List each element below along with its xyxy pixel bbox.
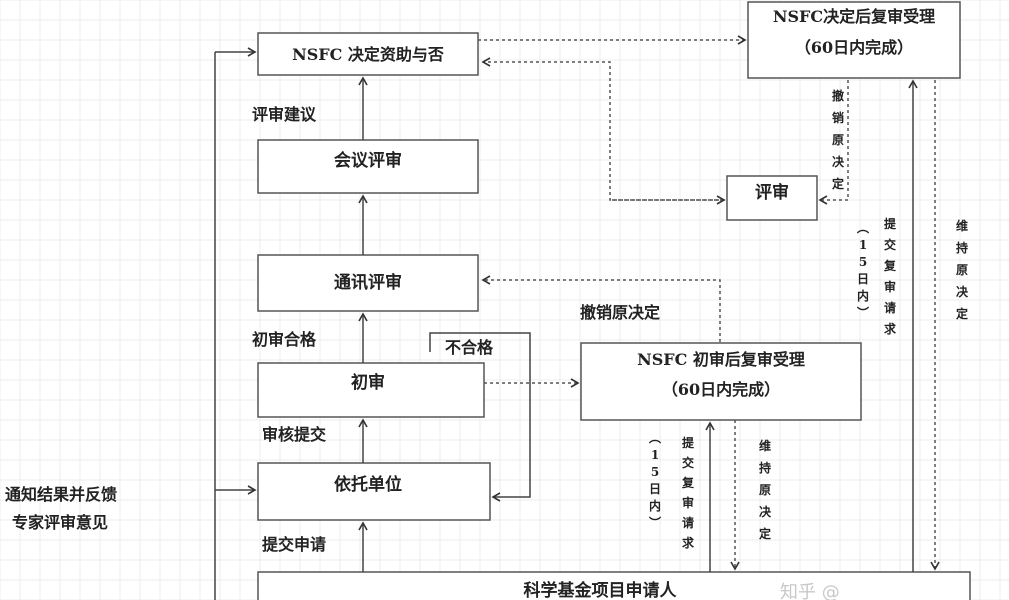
label-review-advice: 评审建议 [252,105,317,124]
node-meeting-review-label: 会议评审 [334,150,402,171]
node-initial-review: 初审 [257,362,485,418]
node-initial-review-label: 初审 [351,372,385,393]
node-review: 评审 [726,175,818,221]
node-post-initial-recheck-line2: （60日内完成） [662,380,780,399]
flow-arrows [214,47,918,600]
dashed-arrows [478,35,940,571]
label-revoke-horizontal: 撤销原决定 [580,303,660,322]
node-applicant-label: 科学基金项目申请人 [524,580,678,600]
label-submit-application: 提交申请 [262,535,326,554]
label-audit-submit: 审核提交 [262,425,326,444]
label-revoke-vertical: 撤销原决定 [832,88,845,191]
label-submit-recheck-top: 提交复审请求 [883,216,897,336]
label-maintain-bottom: 维持原决定 [759,438,772,541]
node-meeting-review: 会议评审 [257,139,479,194]
label-notify-line1: 通知结果并反馈 [5,485,117,504]
label-fail: 不合格 [445,338,494,357]
node-host-unit-label: 依托单位 [334,474,402,495]
node-applicant: 科学基金项目申请人 [257,571,971,600]
node-decision: NSFC 决定资助与否 [257,32,479,76]
label-initial-pass: 初审合格 [252,330,317,349]
node-post-initial-recheck-line1: NSFC 初审后复审受理 [637,350,805,369]
watermark: 知乎 @ [780,582,840,600]
node-decision-label: NSFC 决定资助与否 [292,45,444,64]
node-post-decision-recheck-line1: NSFC决定后复审受理 [773,7,935,26]
label-notify-line2: 专家评审意见 [12,513,108,532]
node-review-label: 评审 [755,182,789,203]
node-post-initial-recheck: NSFC 初审后复审受理 （60日内完成） [580,342,862,421]
label-maintain-top: 维持原决定 [956,218,969,321]
node-post-decision-recheck-line2: （60日内完成） [795,38,913,57]
node-host-unit: 依托单位 [257,462,491,521]
node-comm-review-label: 通讯评审 [334,272,402,293]
label-submit-recheck-bottom: 提交复审请求 [681,435,695,550]
node-comm-review: 通讯评审 [257,254,479,312]
node-post-decision-recheck: NSFC决定后复审受理 （60日内完成） [747,1,961,79]
